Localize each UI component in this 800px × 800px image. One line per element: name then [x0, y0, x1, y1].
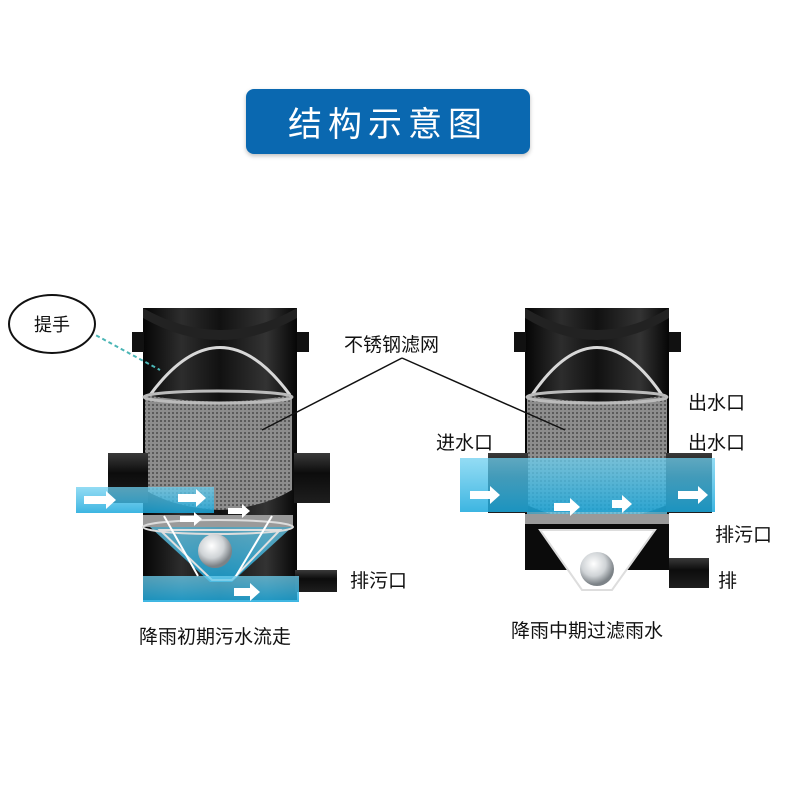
title-text: 结构示意图: [288, 105, 488, 145]
right-float-ball: [580, 552, 614, 586]
left-arrow-4: [180, 512, 202, 526]
left-flow-arrows: [84, 489, 260, 601]
left-filter-mesh: [145, 395, 292, 510]
title-badge: 结构示意图: [246, 89, 530, 154]
handle-callout: 提手: [8, 294, 96, 354]
left-arrow-1: [84, 491, 116, 509]
right-handle: [530, 346, 664, 396]
left-drain-pipe: [295, 570, 337, 592]
handle-pointer: [89, 331, 161, 371]
left-handle: [148, 346, 292, 396]
right-flow-arrows: [470, 486, 708, 516]
right-arrow-4: [678, 486, 708, 504]
right-arrow-1: [470, 486, 500, 504]
right-arrow-2: [554, 498, 580, 516]
drain-label-left: 排污口: [350, 570, 408, 592]
left-arrow-3: [228, 504, 250, 518]
right-water-body: [460, 458, 715, 512]
left-drain-water: [143, 576, 299, 602]
drain-label-right: 排污口: [715, 524, 773, 546]
left-outlet-pipe: [294, 453, 330, 503]
filter-pointer-left: [261, 357, 403, 431]
outlet-label-mid: 出水口: [688, 432, 746, 454]
filter-pointer-right: [401, 357, 566, 431]
drain-label-cut: 排: [718, 570, 738, 592]
right-arrow-3: [612, 495, 632, 513]
left-arrow-2: [178, 489, 206, 507]
right-unit: [460, 308, 715, 591]
inlet-label: 进水口: [436, 432, 494, 454]
left-unit: [76, 308, 337, 602]
filter-label: 不锈钢滤网: [344, 334, 440, 356]
outlet-label-top: 出水口: [688, 392, 746, 414]
right-drain-pipe: [669, 558, 709, 588]
caption-left: 降雨初期污水流走: [139, 626, 292, 648]
caption-right: 降雨中期过滤雨水: [511, 620, 664, 642]
left-float-ball: [198, 534, 232, 568]
handle-label: 提手: [34, 315, 70, 336]
left-arrow-5: [234, 583, 260, 601]
